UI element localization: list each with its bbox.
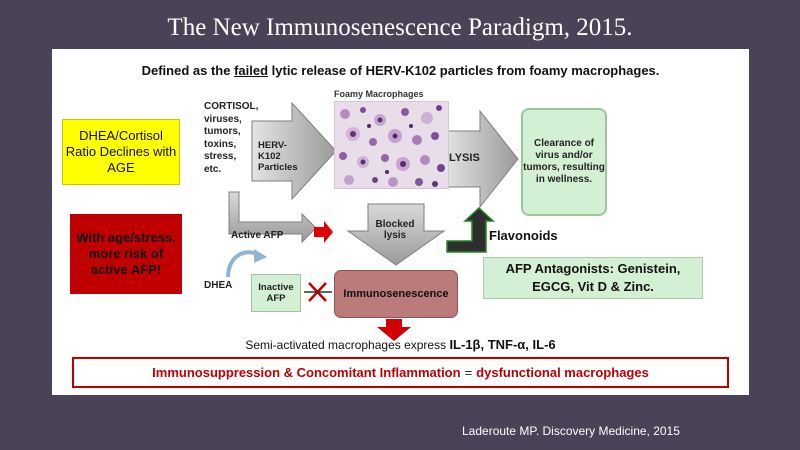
active-afp-label: Active AFP xyxy=(231,230,284,241)
herv-particles-arrow xyxy=(251,101,337,201)
micrograph-image xyxy=(335,102,448,188)
clearance-box: Clearance of virus and/or tumors, result… xyxy=(521,108,607,216)
slide-title: The New Immunosenescence Paradigm, 2015. xyxy=(167,14,633,41)
conclusion-box: Immunosuppression & Concomitant Inflamma… xyxy=(72,357,729,388)
blocked-lysis-arrow xyxy=(346,203,446,266)
lysis-arrow xyxy=(444,109,519,209)
herv-particles-label: HERV-K102 Particles xyxy=(258,140,298,173)
lysis-label: LYSIS xyxy=(449,152,480,164)
citation: Laderoute MP. Discovery Medicine, 2015 xyxy=(462,424,680,438)
active-afp-arrow xyxy=(228,191,317,244)
trigger-item: viruses, xyxy=(204,113,242,125)
trigger-list: CORTISOL, viruses, tumors, toxins, stres… xyxy=(204,101,258,176)
cytokine-expression-line: Semi-activated macrophages express IL-1β… xyxy=(245,337,556,352)
arrows-layer xyxy=(226,101,519,341)
flavonoids-label: Flavonoids xyxy=(489,228,558,243)
cytokine-list: IL-1β, TNF-α, IL-6 xyxy=(449,337,556,352)
immunosenescence-box: Immunosenescence xyxy=(334,270,458,318)
inactive-afp-box: Inactive AFP xyxy=(251,274,301,312)
blocked-lysis-label: Blocked lysis xyxy=(375,219,415,241)
diagram-subtitle: Defined as the failed lytic release of H… xyxy=(141,63,660,78)
trigger-item: CORTISOL, xyxy=(204,101,259,112)
flavonoids-arrow xyxy=(446,206,495,253)
conclusion-left: Immunosuppression & Concomitant Inflamma… xyxy=(152,365,461,380)
trigger-item: toxins, xyxy=(204,138,237,150)
conclusion-right: dysfunctional macrophages xyxy=(476,365,649,380)
foamy-macrophages-label: Foamy Macrophages xyxy=(334,89,424,99)
trigger-item: stress, xyxy=(204,151,237,162)
dhea-cortisol-ratio-box: DHEA/Cortisol Ratio Declines with AGE xyxy=(62,119,180,185)
conclusion-equals: = xyxy=(464,365,473,380)
diagram-panel: Defined as the failed lytic release of H… xyxy=(52,49,749,395)
red-pointer-arrow xyxy=(314,221,333,243)
trigger-item: etc. xyxy=(204,163,222,175)
down-red-arrow xyxy=(377,319,411,341)
macrophage-micrograph xyxy=(334,101,449,189)
trigger-item: tumors, xyxy=(204,126,241,137)
age-stress-risk-box: With age/stress, more risk of active AFP… xyxy=(70,214,182,294)
afp-antagonists-box: AFP Antagonists: Genistein, EGCG, Vit D … xyxy=(483,257,703,299)
dhea-label: DHEA xyxy=(204,280,233,291)
